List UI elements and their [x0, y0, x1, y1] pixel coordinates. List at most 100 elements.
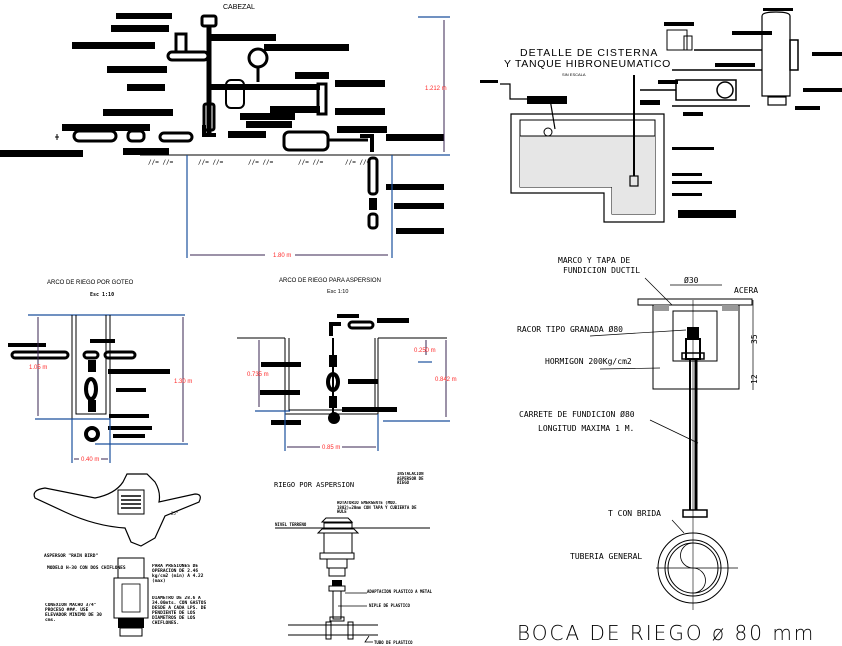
sprinkler-label-model: MODELO H-30 CON DOS CHIFLONES — [47, 565, 126, 571]
riego-aspersion-label-nivel: NIVEL TERRENO — [275, 522, 307, 527]
aspersion-arc-title: ARCO DE RIEGO PARA ASPERSION — [279, 278, 381, 284]
label-bar — [127, 84, 165, 91]
boca-label-tuberia: TUBERIA GENERAL — [570, 552, 642, 561]
label-bar — [337, 314, 359, 318]
riego-aspersion-label-tubo: TUBO DE PLASTICO — [374, 640, 413, 645]
boca-label-hormigon: HORMIGON 200Kg/cm2 — [545, 357, 632, 366]
aspersion-arc-dim-bottom: 0.85 m — [322, 445, 340, 451]
label-bar — [715, 63, 755, 67]
ground-symbol: //= //= — [298, 159, 324, 166]
label-bar — [386, 184, 444, 190]
label-bar — [108, 426, 152, 430]
label-bar — [337, 126, 387, 133]
label-bar — [116, 13, 172, 19]
label-bar — [208, 34, 276, 41]
label-bar — [228, 131, 266, 138]
label-bar — [527, 96, 567, 104]
aspersion-arc-scale: Esc 1:10 — [327, 289, 348, 295]
label-bar — [763, 8, 793, 11]
riego-aspersion-title: RIEGO POR ASPERSION — [274, 481, 354, 489]
label-bar — [664, 22, 694, 26]
label-bar — [480, 80, 498, 83]
label-bar — [113, 434, 145, 438]
boca-label-tbrida: T CON BRIDA — [608, 509, 661, 518]
label-bar — [108, 369, 170, 374]
goteo-dim-bottom: 0.40 m — [81, 457, 99, 463]
label-bar — [109, 414, 149, 418]
label-bar — [348, 379, 378, 384]
label-bar — [123, 148, 169, 155]
label-bar — [62, 124, 150, 131]
riego-aspersion-label-rotatorio: ROTATORIO EMERGENTE (MOD. 1802)=20mm CON… — [337, 501, 416, 514]
label-bar — [812, 52, 842, 56]
goteo-dim-right: 1.30 m — [174, 379, 192, 385]
cabezal-dim-width: 1.80 m — [273, 253, 291, 259]
riego-aspersion-label-adaptacion: ADAPTACION PLASTICO A METAL — [367, 589, 433, 594]
boca-label-diam: Ø30 — [684, 275, 699, 285]
label-bar — [672, 173, 702, 176]
aspersion-arc-dim-small: 0.250 m — [414, 348, 436, 354]
boca-label-marco: MARCO Y TAPA DE — [558, 256, 630, 265]
label-bar — [270, 106, 320, 113]
cabezal-title: CABEZAL — [223, 4, 255, 11]
label-bar — [396, 228, 444, 234]
label-bar — [246, 121, 292, 128]
boca-label-acera: ACERA — [734, 286, 758, 295]
cabezal-label-bars — [0, 13, 444, 157]
label-bar — [261, 362, 301, 367]
boca-title: BOCA DE RIEGO ø 80 mm — [517, 621, 815, 645]
riego-aspersion-side-note: INSTALACION ASPERSOR DE RIEGO — [397, 472, 424, 485]
sprinkler-label-pressure: PARA PRESIONES DE OPERACION DE 2.46 kg/c… — [152, 564, 203, 584]
goteo-dim-left: 1.05 m — [29, 365, 47, 371]
riego-aspersion-detail: RIEGO POR ASPERSION INSTALACION ASPERSOR… — [274, 472, 433, 645]
label-bar — [271, 420, 301, 425]
sprinkler-label-diameter: DIAMETRO DE 28.6 A 34.00mts. CON GASTOS … — [152, 596, 206, 626]
cisterna-title-line2: Y TANQUE HIBRONEUMATICO — [504, 58, 671, 70]
label-bar — [678, 210, 736, 218]
label-bar — [683, 112, 703, 116]
cabezal-detail: CABEZAL — [0, 4, 450, 259]
label-bar — [658, 80, 678, 84]
ground-symbol: //= //= — [345, 159, 371, 166]
boca-label-racor: RACOR TIPO GRANADA Ø80 — [517, 324, 623, 334]
label-bar — [90, 339, 115, 343]
label-bar — [240, 113, 295, 120]
label-bar — [394, 203, 444, 209]
ground-symbol: //= //= — [148, 159, 174, 166]
aspersion-arc-dim-right: 0.842 m — [435, 377, 457, 383]
boca-dim-35: 35 — [750, 334, 759, 344]
riego-aspersion-label-niple: NIPLE DE PLASTICO — [369, 603, 411, 608]
label-bar — [803, 88, 842, 92]
sprinkler-detail: ASPERSOR "RAIN BIRD" MODELO H-30 CON DOS… — [33, 473, 206, 637]
label-bar — [795, 106, 820, 110]
boca-label-longitud: LONGITUD MAXIMA 1 M. — [538, 424, 634, 433]
label-bar — [295, 72, 329, 79]
aspersion-arc-dim-left: 0.735 m — [247, 372, 269, 378]
ground-symbol: //= //= — [248, 159, 274, 166]
sprinkler-angle: 25° — [171, 511, 178, 516]
cisterna-subtitle: SIN ESCALA — [562, 72, 586, 77]
label-bar — [260, 390, 300, 395]
label-bar — [264, 44, 349, 51]
boca-de-riego-detail: MARCO Y TAPA DE FUNDICION DUCTIL Ø30 ACE… — [517, 256, 815, 645]
label-bar — [335, 80, 385, 87]
aspersion-arc-detail: ARCO DE RIEGO PARA ASPERSION Esc 1:10 0.… — [237, 278, 457, 451]
goteo-title: ARCO DE RIEGO POR GOTEO — [47, 280, 134, 286]
label-bar — [640, 100, 660, 105]
goteo-detail: ARCO DE RIEGO POR GOTEO Esc 1:10 1.05 m … — [8, 280, 192, 463]
boca-label-carrete: CARRETE DE FUNDICION Ø80 — [519, 409, 635, 419]
cabezal-dim-height: 1.212 m — [425, 86, 447, 92]
label-bar — [103, 109, 173, 116]
label-bar — [335, 108, 385, 115]
goteo-scale: Esc 1:10 — [90, 292, 114, 298]
label-bar — [672, 181, 712, 184]
cabezal-piping — [55, 14, 374, 152]
label-bar — [0, 150, 83, 157]
label-bar — [377, 318, 409, 323]
label-bar — [116, 388, 146, 392]
label-bar — [386, 134, 444, 141]
label-bar — [8, 343, 46, 347]
boca-dim-12: 12 — [750, 374, 759, 384]
sprinkler-label-name: ASPERSOR "RAIN BIRD" — [44, 553, 98, 559]
